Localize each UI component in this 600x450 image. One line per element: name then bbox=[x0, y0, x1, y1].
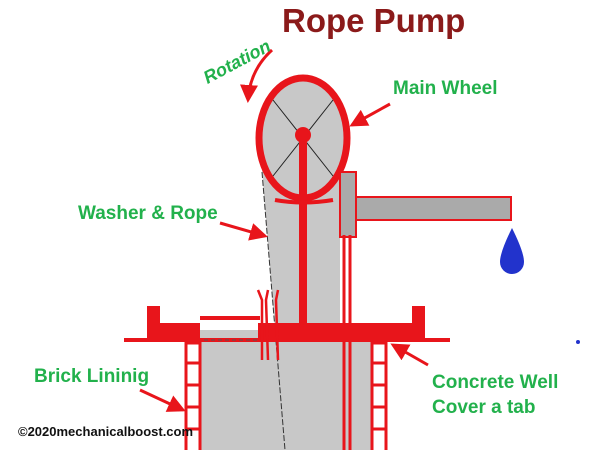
rotation-arrow bbox=[240, 48, 274, 103]
main-wheel-label: Main Wheel bbox=[393, 78, 498, 99]
brick-lining-label: Brick Lininig bbox=[34, 366, 150, 387]
copyright-text: ©2020mechanicalboost.com bbox=[18, 424, 194, 439]
cover-left bbox=[147, 323, 200, 340]
outlet-pipe bbox=[355, 196, 512, 221]
pump-rod bbox=[299, 135, 307, 330]
cover-main bbox=[258, 323, 425, 342]
water-drop-icon bbox=[500, 228, 524, 274]
well-shaft bbox=[200, 330, 372, 450]
rope-line bbox=[261, 171, 286, 450]
concrete-cover-label-1: Concrete Well bbox=[432, 372, 559, 393]
washer-rope-label: Washer & Rope bbox=[78, 203, 218, 224]
main-wheel-arrow bbox=[349, 102, 391, 127]
concrete-cover-label-2: Cover a tab bbox=[432, 397, 536, 418]
brick-lining-right bbox=[370, 341, 388, 450]
concrete-cover-arrow bbox=[390, 343, 429, 367]
brick-lining-arrow bbox=[139, 388, 186, 412]
page-title: Rope Pump bbox=[282, 2, 466, 39]
brick-lining-left bbox=[184, 341, 202, 450]
washer-rope-arrow bbox=[219, 221, 268, 241]
outlet-riser bbox=[339, 171, 357, 238]
